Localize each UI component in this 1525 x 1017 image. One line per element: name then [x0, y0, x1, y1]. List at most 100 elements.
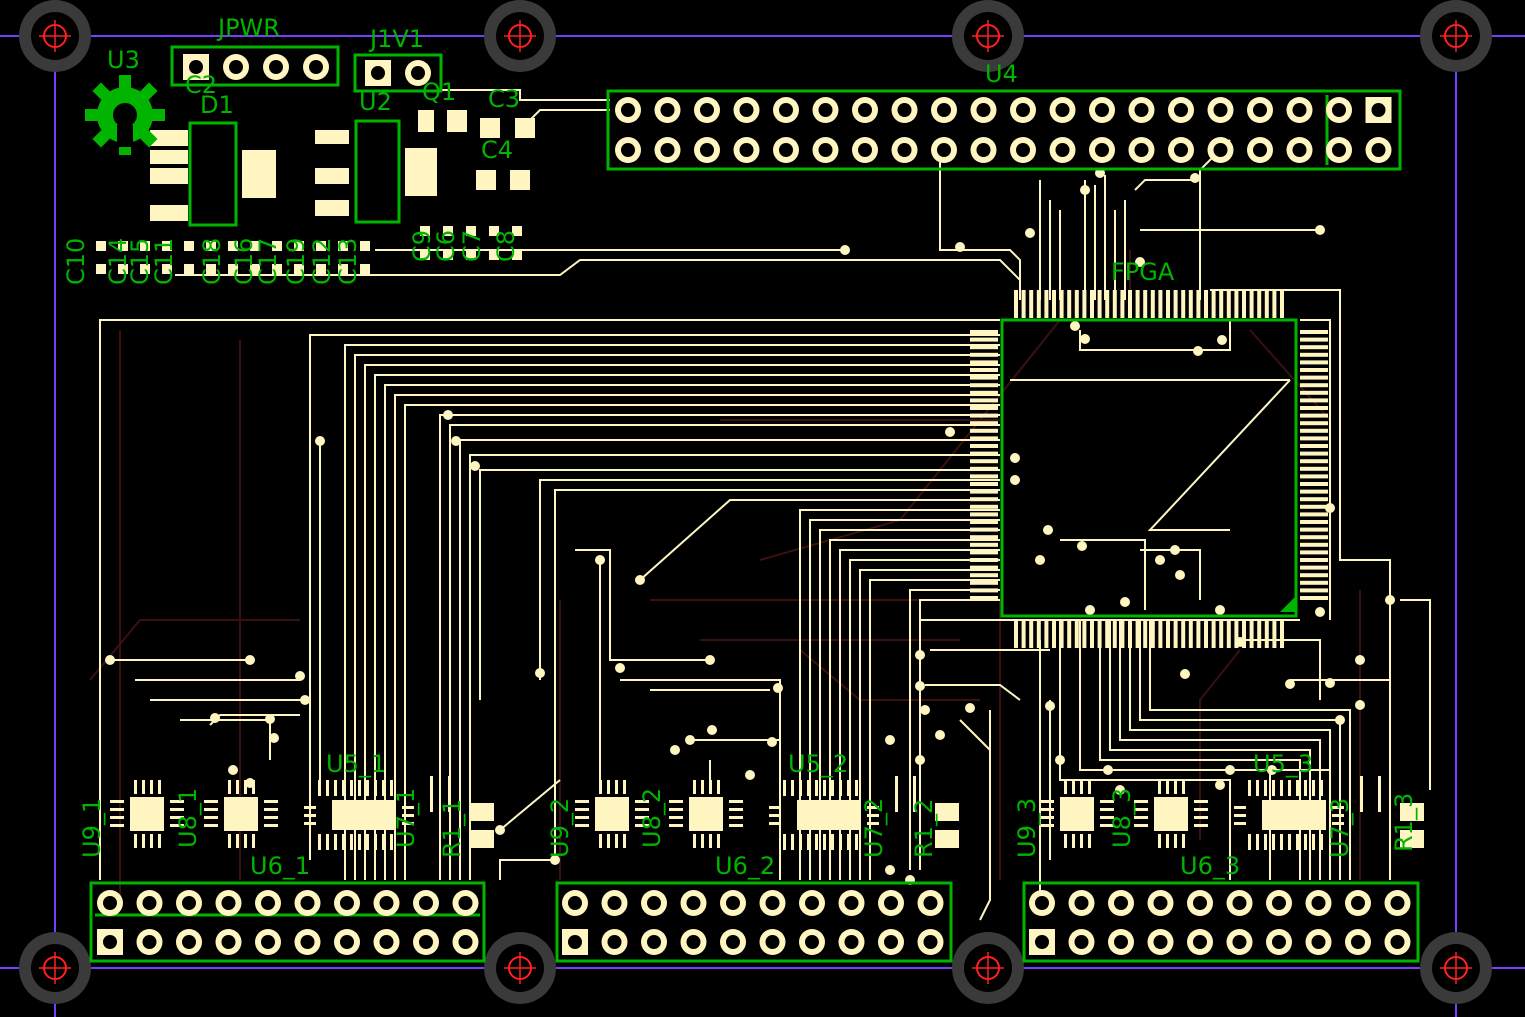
label-u6-3: U6_3 — [1180, 852, 1241, 880]
via — [1080, 185, 1090, 195]
smd-pad — [807, 834, 810, 850]
fpga-pin — [1300, 444, 1328, 448]
fpga-pin — [970, 459, 998, 464]
fpga-pin — [1300, 474, 1328, 479]
smd-pad — [448, 800, 451, 812]
fpga-pin — [970, 565, 998, 570]
smd-pad — [831, 780, 834, 796]
fpga-pin — [1272, 290, 1277, 318]
smd-pad — [158, 834, 161, 848]
smd-pad — [1304, 780, 1307, 796]
fpga-pin — [970, 398, 998, 403]
smd-pad — [264, 808, 278, 811]
via — [915, 681, 925, 691]
smd-pad — [264, 800, 278, 803]
via — [1325, 678, 1335, 688]
smd-pad — [1332, 806, 1344, 809]
smd-pad — [1166, 780, 1169, 794]
via — [1077, 541, 1087, 551]
pad-hole — [1114, 896, 1128, 910]
label-u7-3: U7_3 — [1326, 797, 1354, 858]
smd-pad — [913, 776, 916, 788]
smd-pad — [1088, 780, 1091, 794]
pad-hole — [1232, 935, 1247, 949]
pad-hole — [897, 103, 912, 117]
smd-pad — [831, 834, 834, 850]
pad-hole — [647, 896, 661, 910]
smd-pad — [350, 780, 353, 796]
smd-pad — [170, 800, 184, 803]
smd-pad — [315, 130, 349, 144]
pad-hole — [607, 935, 622, 949]
smd-pad — [575, 824, 589, 827]
via — [1043, 525, 1053, 535]
smd-pad — [158, 780, 161, 794]
pad-hole — [229, 60, 243, 74]
via — [1035, 555, 1045, 565]
pad-hole — [884, 896, 898, 910]
pad-hole — [818, 143, 833, 157]
via — [1315, 607, 1325, 617]
via — [635, 575, 645, 585]
via — [1215, 605, 1225, 615]
fpga-pin — [970, 451, 998, 456]
smd-pad — [515, 118, 535, 138]
via — [1070, 321, 1080, 331]
smd-pad — [244, 834, 247, 848]
smd-pad — [729, 808, 743, 811]
fpga-pin — [1036, 620, 1041, 648]
fpga-pin — [970, 512, 998, 517]
via — [295, 671, 305, 681]
pin1-marker-icon — [1280, 596, 1296, 612]
pad-hole — [1095, 103, 1109, 117]
smd-pad — [110, 824, 124, 827]
via — [920, 705, 930, 715]
label-u6-2: U6_2 — [715, 852, 776, 880]
smd-pad — [807, 780, 810, 796]
fpga-pin — [1226, 620, 1231, 648]
fpga-pin — [1300, 413, 1328, 418]
label-c13: C13 — [334, 237, 362, 285]
via — [300, 695, 310, 705]
via — [1180, 669, 1190, 679]
smd-pad — [895, 800, 898, 812]
label-u8-2: U8_2 — [638, 787, 666, 848]
smd-pad — [315, 200, 349, 216]
fpga-pin — [1029, 290, 1034, 318]
pad-hole — [726, 896, 740, 910]
via — [451, 436, 461, 446]
pad-hole — [621, 103, 635, 117]
pad-hole — [700, 103, 714, 117]
pad-hole — [647, 935, 661, 949]
fpga-pin — [1300, 436, 1328, 441]
smd-pad — [150, 834, 153, 848]
via — [265, 714, 275, 724]
label-j1v1: J1V1 — [370, 25, 425, 53]
fpga-pin — [970, 436, 998, 441]
fpga-pin — [970, 489, 998, 494]
via — [685, 735, 695, 745]
via — [1355, 700, 1365, 710]
smd-pad — [855, 834, 858, 850]
pad-hole — [1153, 896, 1168, 910]
via — [495, 825, 505, 835]
smd-pad — [150, 205, 188, 221]
fpga-pin — [970, 542, 998, 547]
pad-hole — [1272, 935, 1286, 949]
label-c11: C11 — [150, 237, 178, 285]
label-u9-3: U9_3 — [1013, 797, 1041, 858]
smd-pad — [895, 776, 898, 788]
fpga-pin — [1082, 290, 1087, 318]
pad-hole — [1311, 896, 1326, 910]
pad-hole — [1193, 935, 1207, 949]
pad-hole — [103, 935, 117, 949]
fpga-pin — [1300, 535, 1328, 540]
pad-hole — [142, 896, 157, 910]
ic-body — [1262, 800, 1326, 830]
smd-pad — [913, 792, 916, 804]
via — [470, 461, 480, 471]
smd-pad — [1134, 800, 1148, 803]
fpga-pin — [970, 550, 998, 555]
smd-pad — [1088, 834, 1091, 848]
